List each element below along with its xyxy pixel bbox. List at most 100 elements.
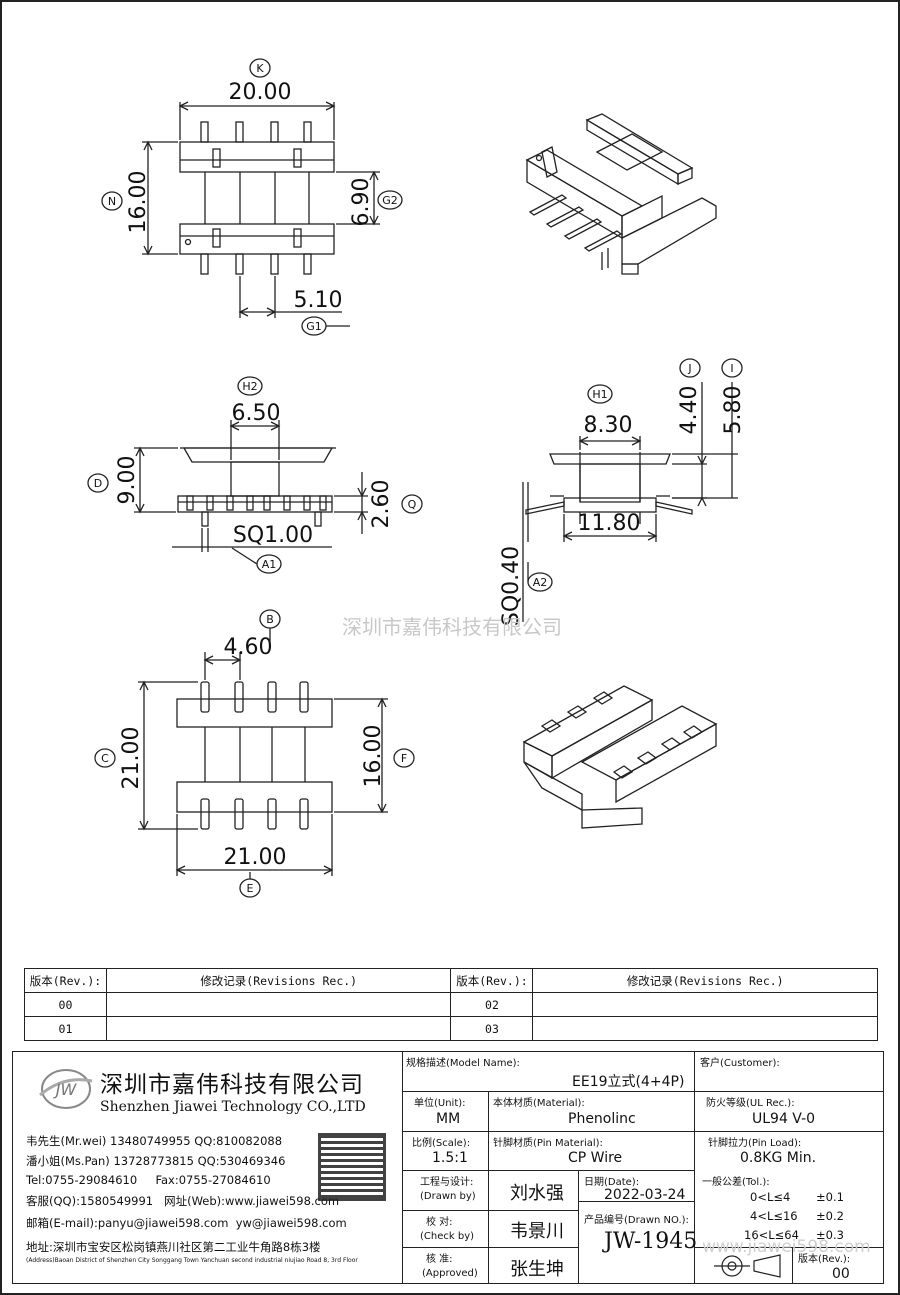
side-view-pins: [525, 495, 693, 515]
iso-view-top-pins: [528, 194, 623, 270]
balloon-h1: H1: [592, 388, 607, 401]
pin-material-value: CP Wire: [568, 1150, 623, 1166]
bottom-view: [138, 652, 388, 876]
revision-row: 01 03: [24, 1016, 878, 1041]
dim-j: 4.40: [677, 386, 702, 435]
bottom-view-flange-bottom: [176, 781, 333, 813]
dim-i: 5.80: [721, 386, 746, 435]
drawn-no-label: 产品编号(Drawn NO.):: [584, 1215, 689, 1226]
balloon-h2: H2: [242, 380, 257, 393]
model-label: 规格描述(Model Name):: [406, 1058, 520, 1069]
rev-value: 00: [832, 1266, 850, 1282]
dim-n: 16.00: [126, 171, 151, 234]
logo-text: JW: [53, 1080, 78, 1099]
approved-value: 张生坤: [510, 1259, 564, 1280]
balloon-k: K: [256, 62, 264, 75]
rec-header: 修改记录(Revisions Rec.): [105, 968, 452, 993]
dim-a1: SQ1.00: [233, 523, 313, 548]
dim-h1: 8.30: [584, 413, 633, 438]
rev-label: 版本(Rev.):: [798, 1254, 851, 1265]
balloon-j: J: [687, 362, 691, 375]
contact-tel-fax: Tel:0755-29084610 Fax:0755-27084610: [26, 1173, 271, 1187]
balloon-c: C: [101, 752, 109, 765]
balloon-n: N: [108, 195, 116, 208]
projection-symbol-icon: [712, 1251, 786, 1281]
check-value: 韦景川: [510, 1221, 564, 1242]
drawn-label-en: (Drawn by): [420, 1191, 476, 1202]
tol-range: 0<L≤4: [750, 1190, 791, 1204]
dim-h2: 6.50: [232, 401, 281, 426]
front-view-pins: [186, 495, 327, 527]
balloon-a2: A2: [533, 576, 548, 589]
revision-header-row: 版本(Rev.): 修改记录(Revisions Rec.) 版本(Rev.):…: [24, 968, 878, 993]
top-view-pins: [200, 121, 312, 275]
pin-material-label: 针脚材质(Pin Material):: [493, 1138, 603, 1149]
pin-load-label: 针脚拉力(Pin Load):: [708, 1138, 802, 1149]
iso-view-top: [525, 113, 717, 275]
rec-cell: [532, 992, 878, 1017]
dim-d: 9.00: [115, 456, 140, 505]
approved-label: 核 准:: [426, 1254, 453, 1265]
rev-cell: 03: [450, 1016, 534, 1041]
tol-range: 4<L≤16: [750, 1209, 798, 1223]
material-value: Phenolinc: [568, 1111, 636, 1127]
drawn-label: 工程与设计:: [420, 1177, 474, 1188]
tol-value: ±0.2: [816, 1209, 844, 1223]
rev-cell: 00: [24, 992, 107, 1017]
watermark-url: www.jiawei598.com: [702, 1237, 871, 1257]
top-view-flange-top: [179, 141, 335, 173]
company-name-cn: 深圳市嘉伟科技有限公司: [100, 1072, 364, 1098]
material-label: 本体材质(Material):: [493, 1098, 585, 1109]
check-label: 校 对:: [426, 1217, 453, 1228]
contact-qq-web: 客服(QQ):1580549991 网址(Web):www.jiawei598.…: [26, 1194, 340, 1208]
title-block: JW 深圳市嘉伟科技有限公司 Shenzhen Jiawei Technolog…: [12, 1051, 884, 1284]
dim-a2: SQ0.40: [499, 546, 524, 626]
front-view: [134, 420, 368, 552]
tol-value: ±0.3: [816, 1228, 844, 1242]
iso-view-bottom: [522, 685, 718, 829]
scale-label: 比例(Scale):: [412, 1138, 471, 1149]
balloon-d: D: [94, 477, 102, 490]
unit-value: MM: [436, 1111, 461, 1127]
dim-g2: 6.90: [349, 178, 374, 227]
company-name-en: Shenzhen Jiawei Technology CO.,LTD: [100, 1099, 366, 1115]
top-view: [142, 101, 380, 318]
dim-e: 21.00: [224, 845, 287, 870]
unit-label: 单位(Unit):: [414, 1098, 466, 1109]
dim-side-width: 11.80: [578, 511, 641, 536]
watermark-company: 深圳市嘉伟科技有限公司: [342, 615, 562, 639]
dim-c: 21.00: [119, 727, 144, 790]
dim-f: 16.00: [361, 725, 386, 788]
company-logo: JW: [36, 1065, 94, 1115]
contact-email: 邮箱(E-mail):panyu@jiawei598.com yw@jiawei…: [26, 1216, 347, 1230]
dim-k: 20.00: [229, 80, 292, 105]
balloon-g1: G1: [306, 320, 322, 333]
balloon-i: I: [730, 362, 733, 375]
ul-value: UL94 V-0: [752, 1111, 816, 1127]
rev-header: 版本(Rev.):: [24, 968, 107, 993]
balloon-g2: G2: [382, 194, 398, 207]
pin-load-value: 0.8KG Min.: [740, 1150, 817, 1166]
revision-row: 00 02: [24, 992, 878, 1017]
rec-header: 修改记录(Revisions Rec.): [532, 968, 878, 993]
dim-g1: 5.10: [294, 288, 343, 313]
side-view: [522, 382, 738, 622]
drawn-no-value: JW-1945: [604, 1229, 698, 1254]
bottom-view-pins: [200, 681, 309, 830]
dim-b: 4.60: [224, 635, 273, 660]
balloon-q: Q: [408, 498, 417, 511]
contact-pan: 潘小姐(Ms.Pan) 13728773815 QQ:530469346: [26, 1154, 286, 1168]
date-value: 2022-03-24: [604, 1187, 686, 1203]
balloons: [87, 58, 743, 898]
top-view-flange-bottom: [179, 223, 335, 255]
rec-cell: [105, 1016, 452, 1041]
qr-code: [318, 1133, 386, 1201]
approved-label-en: (Approved): [422, 1268, 478, 1279]
tolerance-label: 一般公差(Tol.):: [702, 1177, 770, 1188]
customer-label: 客户(Customer):: [700, 1058, 780, 1069]
date-label: 日期(Date):: [584, 1177, 640, 1188]
tol-value: ±0.1: [816, 1190, 844, 1204]
check-label-en: (Check by): [420, 1231, 475, 1242]
rec-cell: [105, 992, 452, 1017]
